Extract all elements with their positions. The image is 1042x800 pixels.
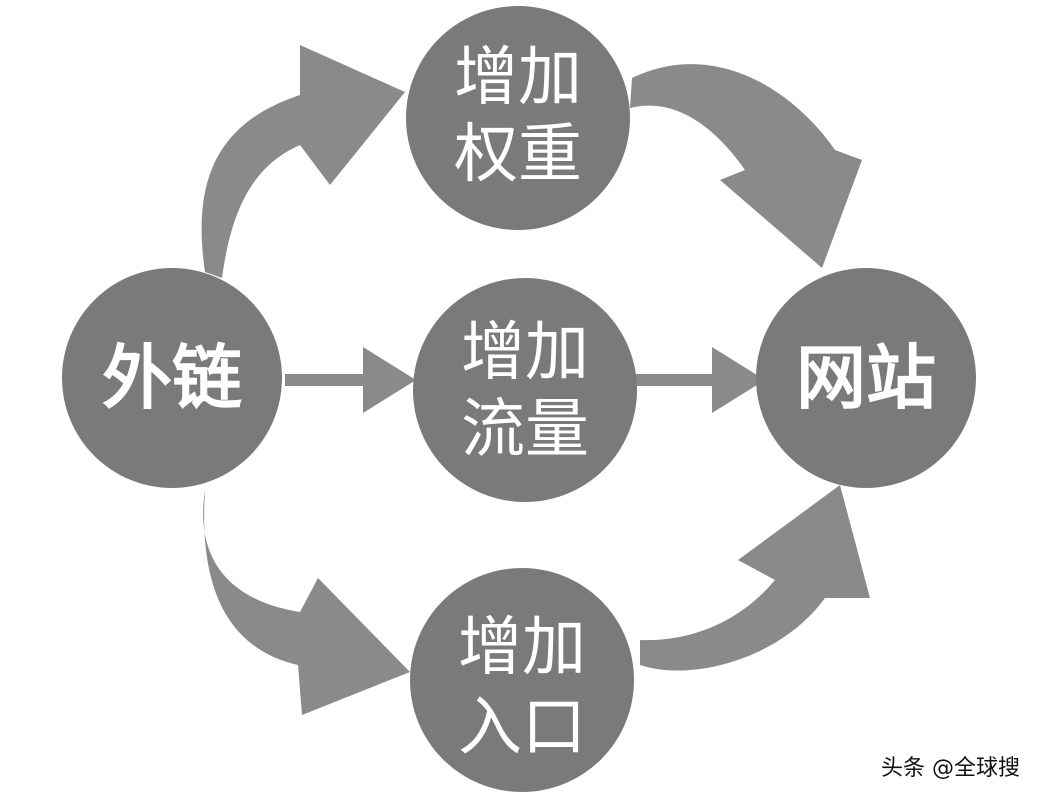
arrow-weight-to-target bbox=[630, 64, 862, 268]
node-entry: 增加 入口 bbox=[410, 568, 634, 792]
node-entry-line2: 入口 bbox=[458, 691, 586, 765]
node-traffic-line1: 增加 bbox=[461, 316, 589, 390]
node-traffic-line2: 流量 bbox=[461, 393, 589, 467]
node-target-label: 网站 bbox=[796, 337, 936, 419]
node-weight: 增加 权重 bbox=[406, 6, 630, 230]
arrow-entry-to-target bbox=[640, 485, 870, 671]
arrow-source-to-traffic bbox=[285, 347, 416, 413]
node-target: 网站 bbox=[756, 268, 976, 488]
watermark-text: 头条 @全球搜 bbox=[881, 756, 1020, 781]
node-entry-line1: 增加 bbox=[458, 611, 586, 685]
arrow-traffic-to-target bbox=[636, 347, 765, 413]
node-source: 外链 bbox=[62, 268, 282, 488]
node-source-label: 外链 bbox=[102, 337, 242, 419]
node-weight-line2: 权重 bbox=[454, 118, 582, 192]
node-weight-line1: 增加 bbox=[454, 41, 582, 115]
arrow-source-to-weight bbox=[201, 45, 405, 278]
arrow-source-to-entry bbox=[203, 490, 410, 715]
node-traffic: 增加 流量 bbox=[413, 278, 637, 502]
